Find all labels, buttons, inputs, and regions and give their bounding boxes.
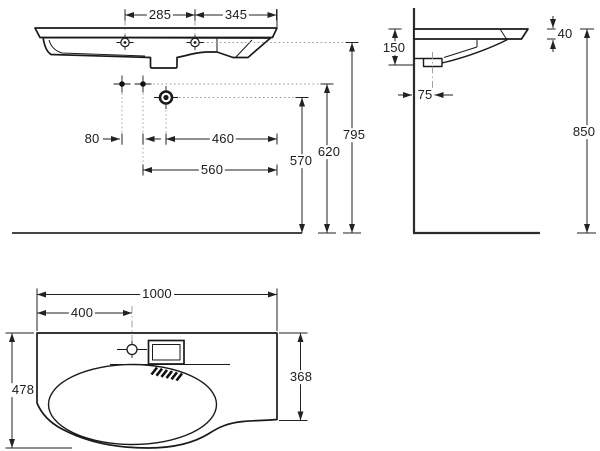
dim-bolts-to-edge-label: 560 bbox=[198, 162, 226, 178]
plan-overflow-box-outer bbox=[147, 339, 185, 365]
dim-faucet-spacing-label: 285 bbox=[146, 7, 174, 23]
dim-overall-width-label: 1000 bbox=[140, 286, 174, 302]
plan-overflow-box-inner bbox=[152, 344, 181, 361]
dim-drain-to-edge-label: 460 bbox=[209, 131, 237, 147]
plan-outline bbox=[36, 332, 278, 449]
drain-outlet-symbol bbox=[154, 86, 178, 109]
dim-bolt-spacing-label: 80 bbox=[82, 131, 102, 147]
dim-rim-thickness-label: 40 bbox=[555, 26, 575, 42]
front-basin-inner-line bbox=[48, 39, 146, 57]
dim-depth-right-label: 368 bbox=[287, 369, 315, 385]
front-view bbox=[12, 9, 361, 234]
dim-depth-left-label: 478 bbox=[9, 382, 37, 398]
fixing-bolt-symbol-right bbox=[134, 75, 152, 93]
side-underside-inner bbox=[443, 46, 478, 58]
front-rim-slab bbox=[34, 27, 278, 39]
dim-faucet-to-edge-label: 345 bbox=[222, 7, 250, 23]
side-underside-outer bbox=[441, 38, 508, 64]
side-view bbox=[388, 8, 596, 235]
dim-faucet-height-label: 795 bbox=[340, 127, 368, 143]
dim-mount-height-label: 850 bbox=[570, 124, 598, 140]
plan-view bbox=[5, 288, 308, 449]
side-rim-profile bbox=[413, 28, 529, 40]
dim-faucet-from-left-label: 400 bbox=[68, 305, 96, 321]
front-basin-body bbox=[42, 36, 272, 69]
faucet-hole-symbol-right bbox=[186, 35, 204, 50]
dim-bolt-height-label: 620 bbox=[315, 144, 343, 160]
faucet-hole-symbol-left bbox=[116, 35, 134, 50]
side-dimension-lines bbox=[388, 16, 596, 234]
fixing-bolt-symbol-left bbox=[113, 75, 131, 93]
dim-drain-height-label: 570 bbox=[287, 153, 315, 169]
plan-faucet-hole-symbol bbox=[117, 341, 147, 358]
side-rim-inner-edge bbox=[499, 28, 507, 40]
dim-drain-offset-label: 75 bbox=[415, 87, 435, 103]
dim-wall-depth-label: 150 bbox=[380, 40, 408, 56]
plan-overflow-hatch bbox=[150, 366, 184, 382]
